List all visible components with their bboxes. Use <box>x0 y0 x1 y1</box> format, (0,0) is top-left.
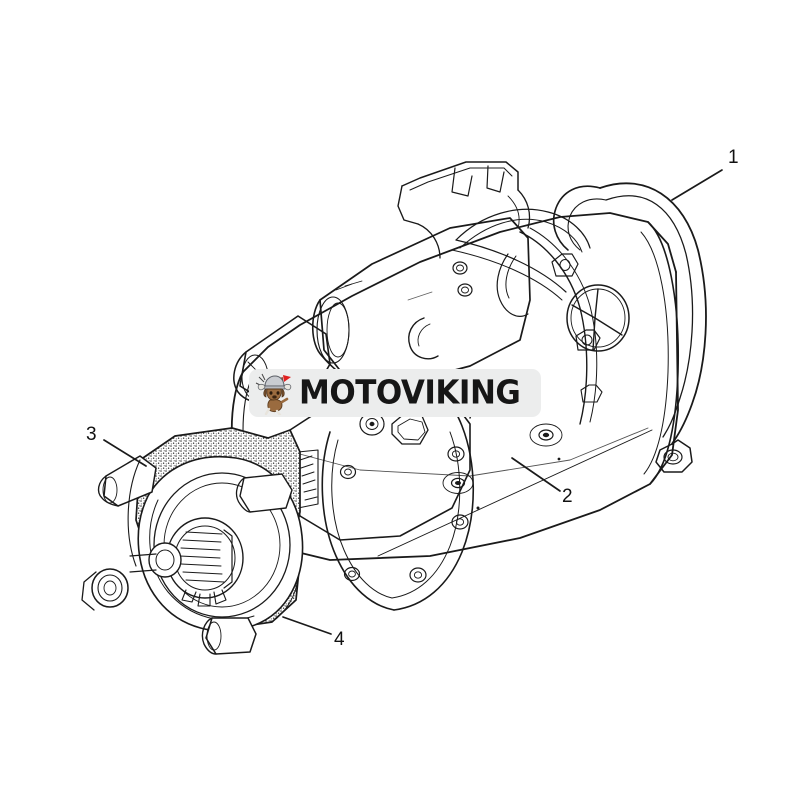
body-bolt-boss-upper <box>529 423 563 447</box>
leader-4 <box>282 616 332 635</box>
bearing-boss <box>81 568 129 611</box>
callout-number-4: 4 <box>334 629 345 650</box>
callout-number-2: 2 <box>562 486 573 507</box>
viking-dog-mascot-icon <box>253 371 297 417</box>
callout-number-1: 1 <box>728 147 739 168</box>
leader-1 <box>671 169 723 201</box>
mounting-stud-upper <box>97 455 157 507</box>
callout-number-3: 3 <box>86 424 97 445</box>
watermark-text: MOTOVIKING <box>299 373 521 413</box>
leader-3 <box>103 439 147 467</box>
mounting-bracket-group <box>519 182 707 473</box>
watermark-banner: MOTOVIKING <box>249 369 541 417</box>
leader-2 <box>511 457 561 492</box>
flange-bolts <box>339 446 469 583</box>
callout-leader-lines <box>103 169 723 635</box>
body-axis-line <box>377 429 653 557</box>
strap-clamp-upper <box>551 253 579 277</box>
pinion-gear <box>129 517 244 607</box>
starter-motor-body-group <box>230 212 680 561</box>
strap-clamp-low <box>580 384 603 403</box>
end-cap-plug <box>566 284 630 352</box>
drive-end-housing-group <box>81 427 304 655</box>
solenoid-terminal-studs <box>452 261 473 297</box>
flange-ring <box>297 383 475 611</box>
solenoid-assembly <box>233 161 531 404</box>
mounting-stud-right <box>235 473 293 513</box>
strap-clamp-mid <box>575 329 601 351</box>
mounting-stud-lower <box>201 617 257 655</box>
